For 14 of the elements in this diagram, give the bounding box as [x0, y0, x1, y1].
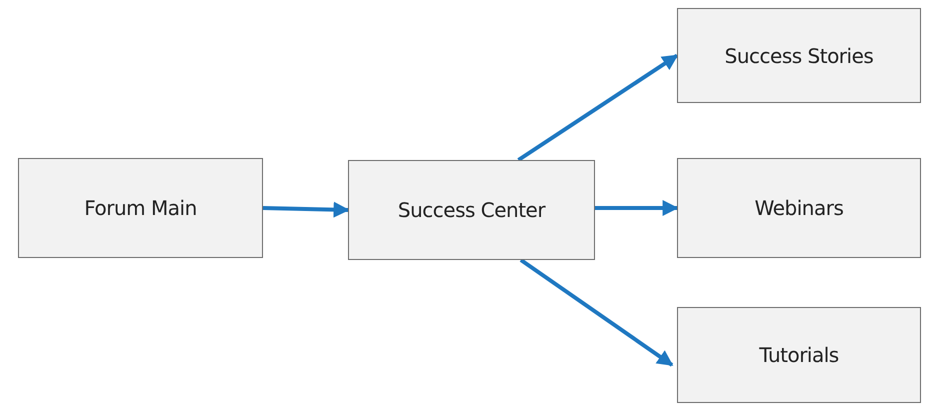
page-box — [677, 307, 921, 403]
page-box — [18, 158, 263, 258]
box-label: Tutorials — [759, 342, 839, 369]
box-label: Success Center — [398, 197, 546, 224]
box-label: Forum Main — [84, 195, 197, 222]
arrow — [520, 258, 674, 367]
page-box — [348, 160, 595, 260]
box-label: Webinars — [754, 195, 844, 222]
box-label: Success Stories — [724, 42, 874, 70]
page-box — [677, 158, 921, 258]
arrow — [595, 200, 679, 216]
arrow — [517, 54, 678, 162]
arrow — [262, 202, 350, 218]
page-box — [677, 8, 921, 103]
